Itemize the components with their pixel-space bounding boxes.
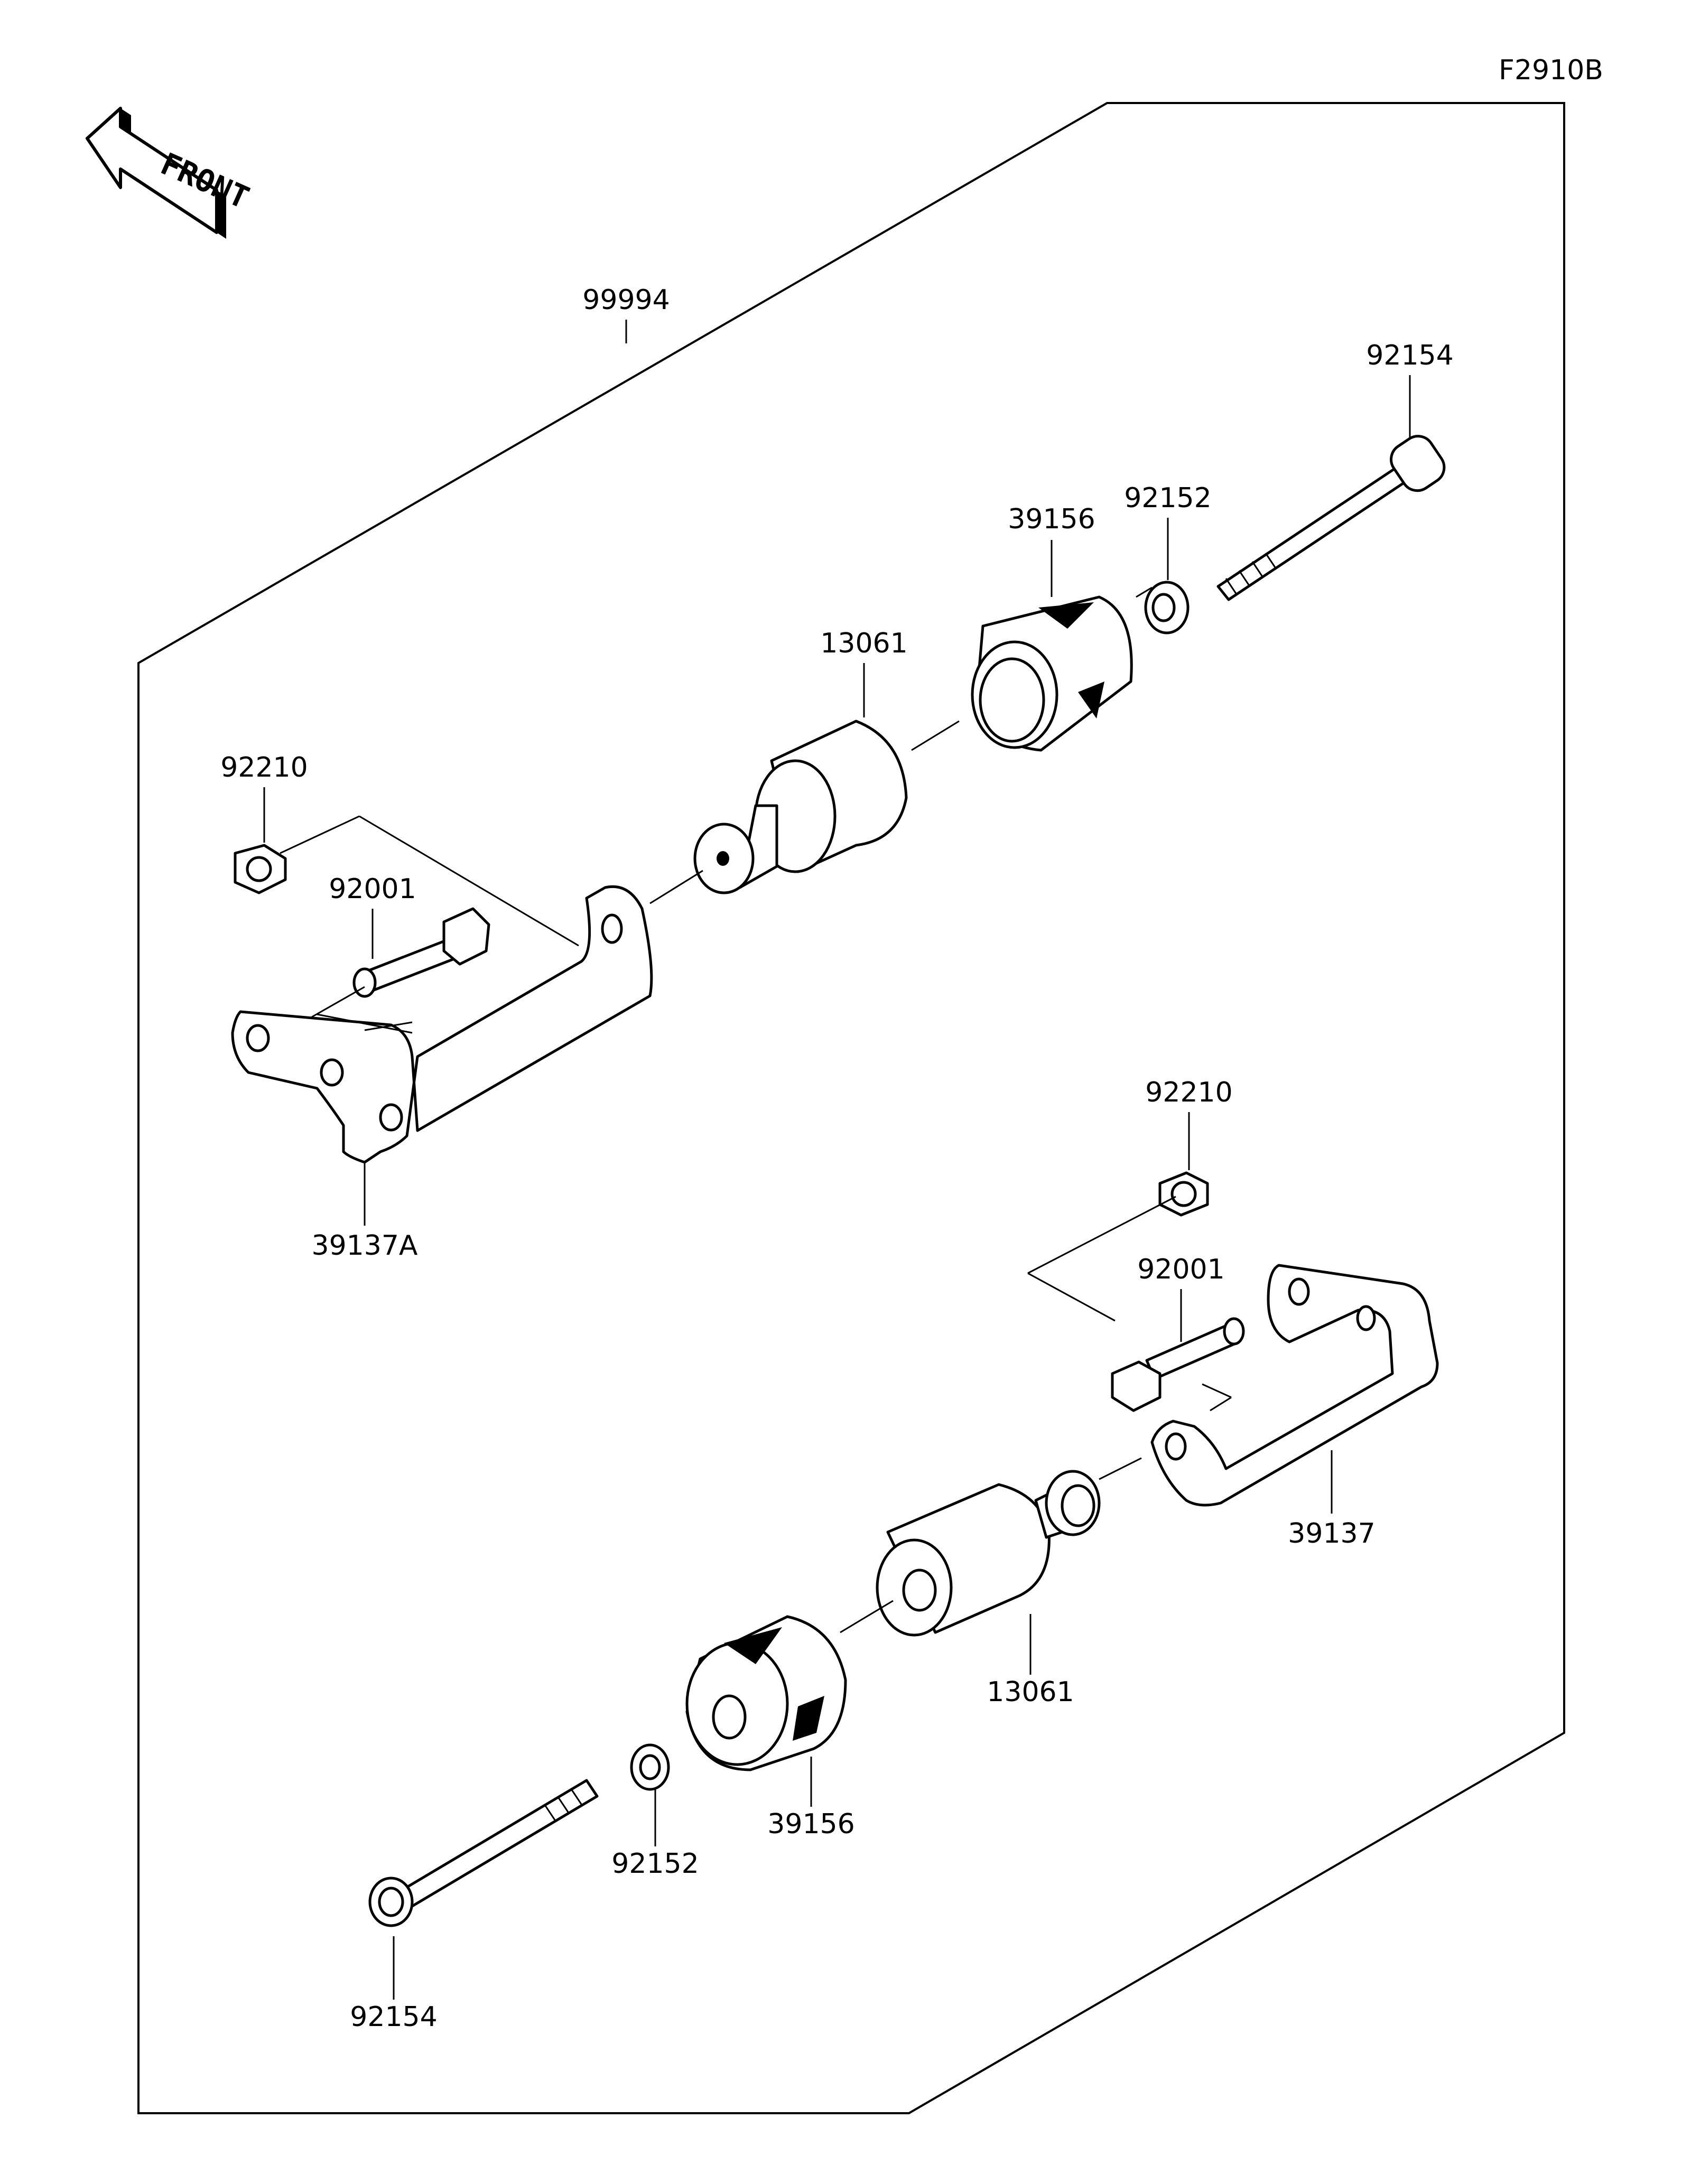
callout-upper-bracket: 39137A (312, 1162, 418, 1262)
svg-text:99994: 99994 (582, 284, 670, 316)
svg-text:92152: 92152 (611, 1848, 699, 1880)
callout-upper-rubber: 13061 (820, 628, 908, 717)
callout-lower-bolt: 92154 (350, 1936, 438, 2033)
svg-text:39156: 39156 (1008, 503, 1095, 535)
svg-text:39137: 39137 (1288, 1518, 1375, 1550)
callout-lower-bracket-bolt: 92001 (1137, 1254, 1225, 1342)
svg-text:39156: 39156 (767, 1808, 854, 1840)
callout-lower-slider: 39156 (767, 1757, 855, 1840)
upper-connection-lines (280, 586, 1153, 1018)
front-arrow-icon: FRONT (86, 107, 254, 239)
upper-rubber (693, 720, 908, 894)
lower-bolt (368, 1779, 599, 1927)
upper-nut (234, 844, 287, 894)
callout-upper-slider: 39156 (1008, 503, 1095, 597)
svg-text:92001: 92001 (1137, 1254, 1224, 1285)
upper-bracket (231, 885, 653, 1164)
svg-text:13061: 13061 (987, 1676, 1074, 1708)
lower-rubber (876, 1470, 1101, 1637)
lower-slider (685, 1615, 847, 1771)
upper-slider (971, 595, 1133, 752)
figure-code: F2910B (1499, 54, 1603, 86)
callout-lower-rubber: 13061 (987, 1614, 1074, 1708)
svg-text:92210: 92210 (220, 752, 308, 783)
callout-lower-nut: 92210 (1145, 1077, 1233, 1170)
svg-text:92152: 92152 (1124, 482, 1211, 514)
lower-bracket-bolt (1111, 1317, 1245, 1412)
upper-bolt (1216, 435, 1446, 601)
kit-outline (137, 102, 1565, 2114)
svg-text:92154: 92154 (350, 2001, 437, 2033)
callout-upper-bracket-bolt: 92001 (329, 873, 416, 959)
callout-lower-bracket: 39137 (1288, 1450, 1376, 1550)
svg-text:39137A: 39137A (312, 1230, 418, 1262)
lower-connection-lines (840, 1196, 1176, 1634)
callout-upper-collar: 92152 (1124, 482, 1212, 580)
svg-text:92154: 92154 (1366, 340, 1453, 371)
callout-kit: 99994 (582, 284, 670, 343)
svg-text:92210: 92210 (1145, 1077, 1232, 1108)
lower-nut (1158, 1171, 1209, 1217)
svg-text:92001: 92001 (329, 873, 416, 905)
svg-text:13061: 13061 (820, 628, 907, 659)
lower-bracket (1150, 1264, 1439, 1507)
upper-bracket-bolt (352, 907, 490, 998)
lower-collar (630, 1743, 670, 1791)
callout-lower-collar: 92152 (611, 1788, 699, 1880)
callout-upper-bolt: 92154 (1366, 340, 1454, 438)
callout-upper-nut: 92210 (220, 752, 308, 843)
upper-collar (1144, 581, 1190, 634)
